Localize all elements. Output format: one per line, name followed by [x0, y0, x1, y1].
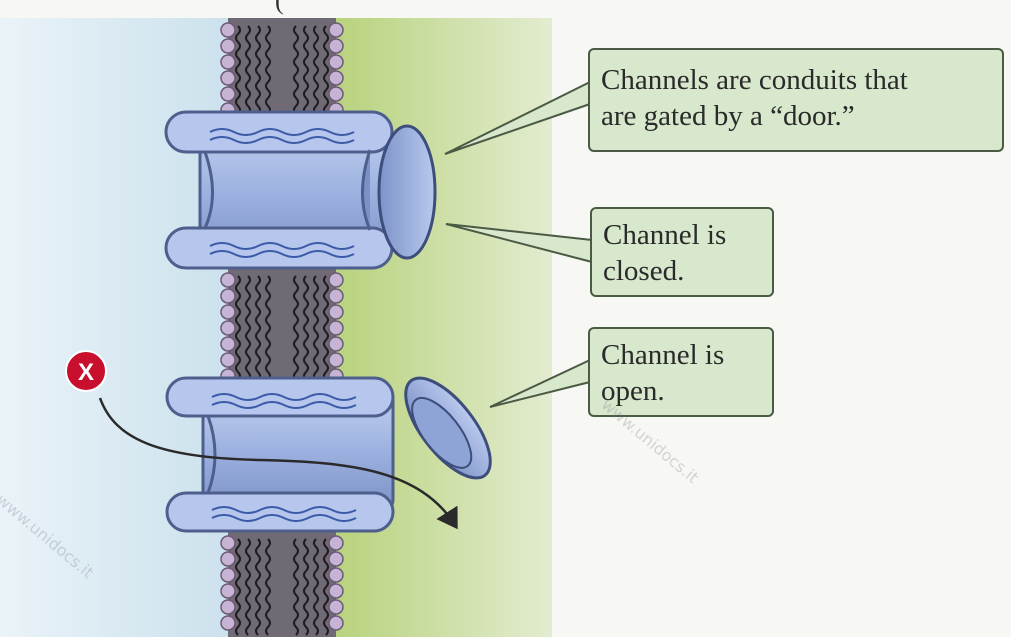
phospholipid-head	[329, 55, 343, 69]
phospholipid-head	[221, 23, 235, 37]
phospholipid-head	[221, 568, 235, 582]
phospholipid-head	[329, 87, 343, 101]
phospholipid-head	[221, 87, 235, 101]
phospholipid-head	[221, 321, 235, 335]
bilayer-core	[228, 268, 336, 378]
channel-gate-door-closed	[379, 126, 435, 258]
phospholipid-head	[329, 305, 343, 319]
ion-marker: X	[66, 351, 106, 391]
bilayer-core	[228, 531, 336, 637]
phospholipid-head	[221, 71, 235, 85]
phospholipid-head	[329, 552, 343, 566]
phospholipid-head	[221, 305, 235, 319]
bilayer-core	[228, 18, 336, 112]
channel-bottom-subunit	[166, 228, 392, 268]
phospholipid-head	[221, 273, 235, 287]
phospholipid-head	[329, 600, 343, 614]
phospholipid-head	[221, 353, 235, 367]
phospholipid-head	[221, 536, 235, 550]
phospholipid-head	[221, 55, 235, 69]
phospholipid-head	[329, 39, 343, 53]
phospholipid-head	[329, 568, 343, 582]
closed-channel	[166, 112, 435, 268]
phospholipid-head	[329, 337, 343, 351]
phospholipid-head	[221, 584, 235, 598]
phospholipid-head	[221, 337, 235, 351]
phospholipid-head	[329, 273, 343, 287]
phospholipid-head	[221, 600, 235, 614]
phospholipid-head	[329, 536, 343, 550]
open-channel-bottom-subunit	[167, 493, 393, 531]
phospholipid-head	[329, 289, 343, 303]
phospholipid-head	[329, 321, 343, 335]
phospholipid-head	[221, 39, 235, 53]
open-channel-top-subunit	[167, 378, 393, 416]
callout-channel-closed: Channel is closed.	[590, 207, 774, 297]
phospholipid-head	[329, 353, 343, 367]
phospholipid-head	[221, 289, 235, 303]
phospholipid-head	[221, 552, 235, 566]
phospholipid-head	[329, 616, 343, 630]
phospholipid-head	[329, 71, 343, 85]
callout-channels-conduits: Channels are conduits that are gated by …	[588, 48, 1004, 152]
phospholipid-head	[221, 616, 235, 630]
ion-marker-label: X	[78, 359, 94, 386]
channel-top-subunit	[166, 112, 392, 152]
phospholipid-head	[329, 584, 343, 598]
phospholipid-head	[329, 23, 343, 37]
